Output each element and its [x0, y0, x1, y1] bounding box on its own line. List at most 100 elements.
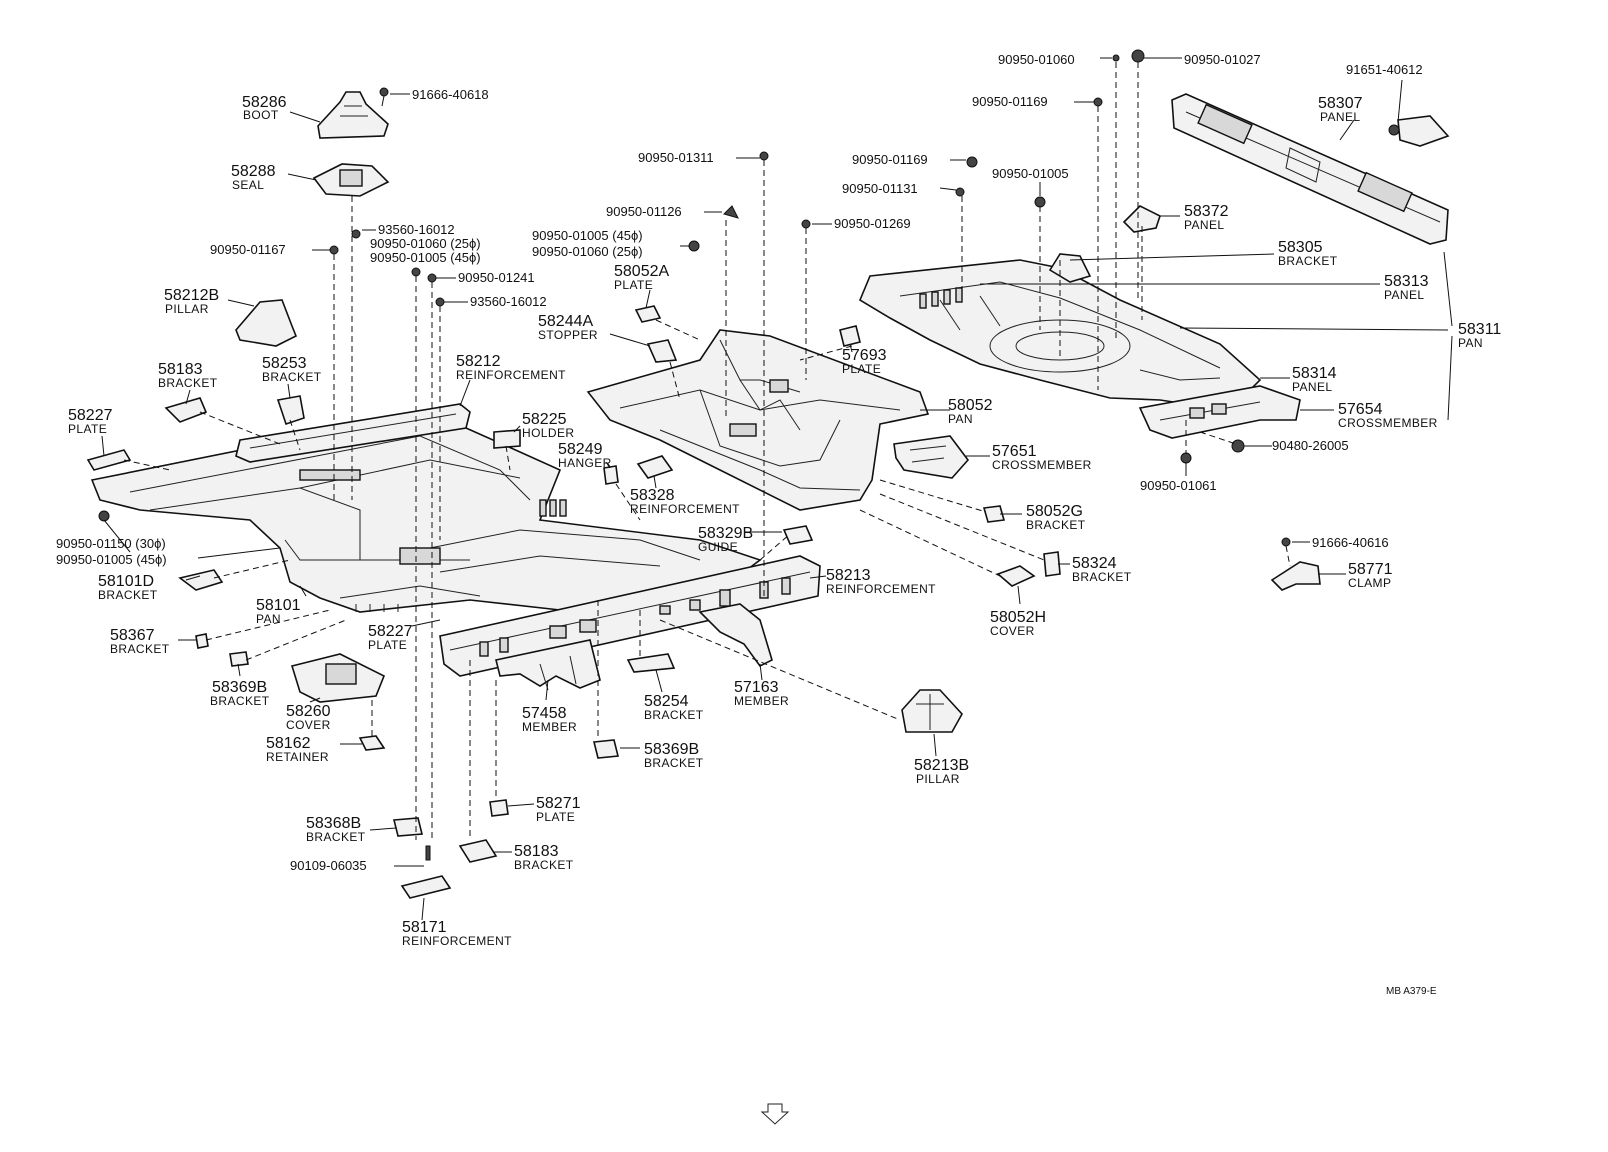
part-name-plate-58227-left: PLATE — [68, 422, 107, 436]
part-number-58244a: 58244A — [538, 313, 593, 330]
part-number-58101: 58101 — [256, 597, 301, 614]
part-number-58307: 58307 — [1318, 95, 1363, 112]
part-number-58101d: 58101D — [98, 573, 154, 590]
part-number-58171: 58171 — [402, 919, 447, 936]
part-number-58271: 58271 — [536, 795, 581, 812]
fastener-90950-01060-25-b: 90950-01060 (25ϕ) — [532, 244, 643, 259]
part-name-panel-58372: PANEL — [1184, 218, 1224, 232]
assembly-lines — [123, 62, 1291, 840]
part-name-bracket-58324: BRACKET — [1072, 570, 1132, 584]
part-name-cover-58052h: COVER — [990, 624, 1035, 638]
part-number-57163: 57163 — [734, 679, 779, 696]
clamp-58771-shape — [1270, 561, 1321, 591]
member-57163 — [698, 603, 773, 668]
part-number-58212b: 58212B — [164, 287, 219, 304]
part-number-58369b-right: 58369B — [644, 741, 699, 758]
fastener-90950-01131: 90950-01131 — [842, 181, 918, 196]
part-name-reinforcement-58171: REINFORCEMENT — [402, 934, 512, 948]
fastener-93560-16012-b: 93560-16012 — [470, 294, 547, 309]
part-name-holder: HOLDER — [522, 426, 574, 440]
part-number-58328: 58328 — [630, 487, 675, 504]
plate-58227-shape — [86, 449, 132, 471]
bracket-58254-shape — [626, 653, 676, 673]
part-name-pillar: PILLAR — [165, 302, 209, 316]
stopper-58244a-shape — [646, 339, 678, 363]
plate-57693-shape — [839, 325, 861, 347]
member-57458 — [495, 639, 601, 691]
part-name-member-57163: MEMBER — [734, 694, 789, 708]
fastener-labels: 91666-40618 93560-16012 90950-01060 (25ϕ… — [56, 52, 1423, 873]
cover-58260-shape — [290, 653, 386, 703]
part-name-bracket-58183-bottom: BRACKET — [514, 858, 574, 872]
part-number-58369b-left: 58369B — [212, 679, 267, 696]
fastener-90950-01126: 90950-01126 — [606, 204, 682, 219]
reinforcement-58213 — [439, 555, 821, 677]
fastener-90950-01167: 90950-01167 — [210, 242, 286, 257]
part-name-reinforcement-58328: REINFORCEMENT — [630, 502, 740, 516]
part-name-member-57458: MEMBER — [522, 720, 577, 734]
part-name-bracket-58101d: BRACKET — [98, 588, 158, 602]
part-name-bracket-58369b-left: BRACKET — [210, 694, 270, 708]
leader-lines — [101, 57, 1453, 921]
pillar-58212b-shape — [235, 299, 298, 347]
part-number-58183-top: 58183 — [158, 361, 203, 378]
pillar-58213b-shape — [901, 689, 963, 733]
fastener-90950-01060: 90950-01060 — [998, 52, 1075, 67]
part-number-58372: 58372 — [1184, 203, 1229, 220]
part-number-58368b: 58368B — [306, 815, 361, 832]
part-name-plate-58052a: PLATE — [614, 278, 653, 292]
fastener-91666-40616: 91666-40616 — [1312, 535, 1389, 550]
part-number-58052g: 58052G — [1026, 503, 1083, 520]
part-number-58311: 58311 — [1458, 321, 1501, 338]
part-name-pan-58311: PAN — [1458, 336, 1483, 350]
reinforcement-58328-shape — [636, 455, 674, 479]
part-name-retainer: RETAINER — [266, 750, 329, 764]
part-name-crossmember-57654: CROSSMEMBER — [1338, 416, 1438, 430]
guide-58329b-shape — [782, 525, 814, 545]
front-floor-pan-58101 — [90, 411, 762, 613]
forward-arrow-icon — [760, 1103, 790, 1125]
part-number-58288: 58288 — [231, 163, 276, 180]
fastener-90950-01005-45-b: 90950-01005 (45ϕ) — [532, 228, 643, 243]
bracket-58183-top-shape — [164, 397, 208, 423]
bracket-58324-shape — [1043, 551, 1061, 577]
part-name-plate-58271: PLATE — [536, 810, 575, 824]
part-number-58052: 58052 — [948, 397, 993, 414]
part-name-guide: GUIDE — [698, 540, 738, 554]
part-number-58367: 58367 — [110, 627, 155, 644]
part-number-58313: 58313 — [1384, 273, 1429, 290]
part-name-bracket-58368b: BRACKET — [306, 830, 366, 844]
part-name-bracket-58367: BRACKET — [110, 642, 170, 656]
part-number-58052a: 58052A — [614, 263, 669, 280]
bracket-58368b-shape — [392, 817, 424, 837]
bracket-58101d-shape — [178, 569, 224, 591]
part-labels: 58286 BOOT 58288 SEAL 58212B PILLAR 5818… — [68, 94, 1501, 948]
part-name-bracket-58369b-right: BRACKET — [644, 756, 704, 770]
part-name-bracket-58305: BRACKET — [1278, 254, 1338, 268]
boot-58286-shape — [317, 91, 389, 139]
fastener-90109-06035: 90109-06035 — [290, 858, 367, 873]
part-name-cover-58260: COVER — [286, 718, 331, 732]
panel-58307 — [1171, 93, 1449, 245]
crossmember-57651 — [893, 435, 970, 479]
part-name-pan-58052: PAN — [948, 412, 973, 426]
part-number-58253: 58253 — [262, 355, 307, 372]
part-name-hanger: HANGER — [558, 456, 612, 470]
part-number-57458: 57458 — [522, 705, 567, 722]
part-name-bracket-58052g: BRACKET — [1026, 518, 1086, 532]
part-number-57693: 57693 — [842, 347, 887, 364]
part-name-seal: SEAL — [232, 178, 264, 192]
part-number-58225: 58225 — [522, 411, 567, 428]
part-number-58227-left: 58227 — [68, 407, 113, 424]
part-number-58183-bottom: 58183 — [514, 843, 559, 860]
part-number-58213b: 58213B — [914, 757, 969, 774]
fastener-90950-01005-45-c: 90950-01005 (45ϕ) — [56, 552, 167, 567]
fastener-90950-01027: 90950-01027 — [1184, 52, 1261, 67]
part-name-bracket-58183-top: BRACKET — [158, 376, 218, 390]
part-number-57651: 57651 — [992, 443, 1037, 460]
part-name-crossmember-57651: CROSSMEMBER — [992, 458, 1092, 472]
part-number-58286: 58286 — [242, 94, 287, 111]
fastener-90950-01269: 90950-01269 — [834, 216, 911, 231]
reinforcement-58171-shape — [400, 875, 452, 899]
